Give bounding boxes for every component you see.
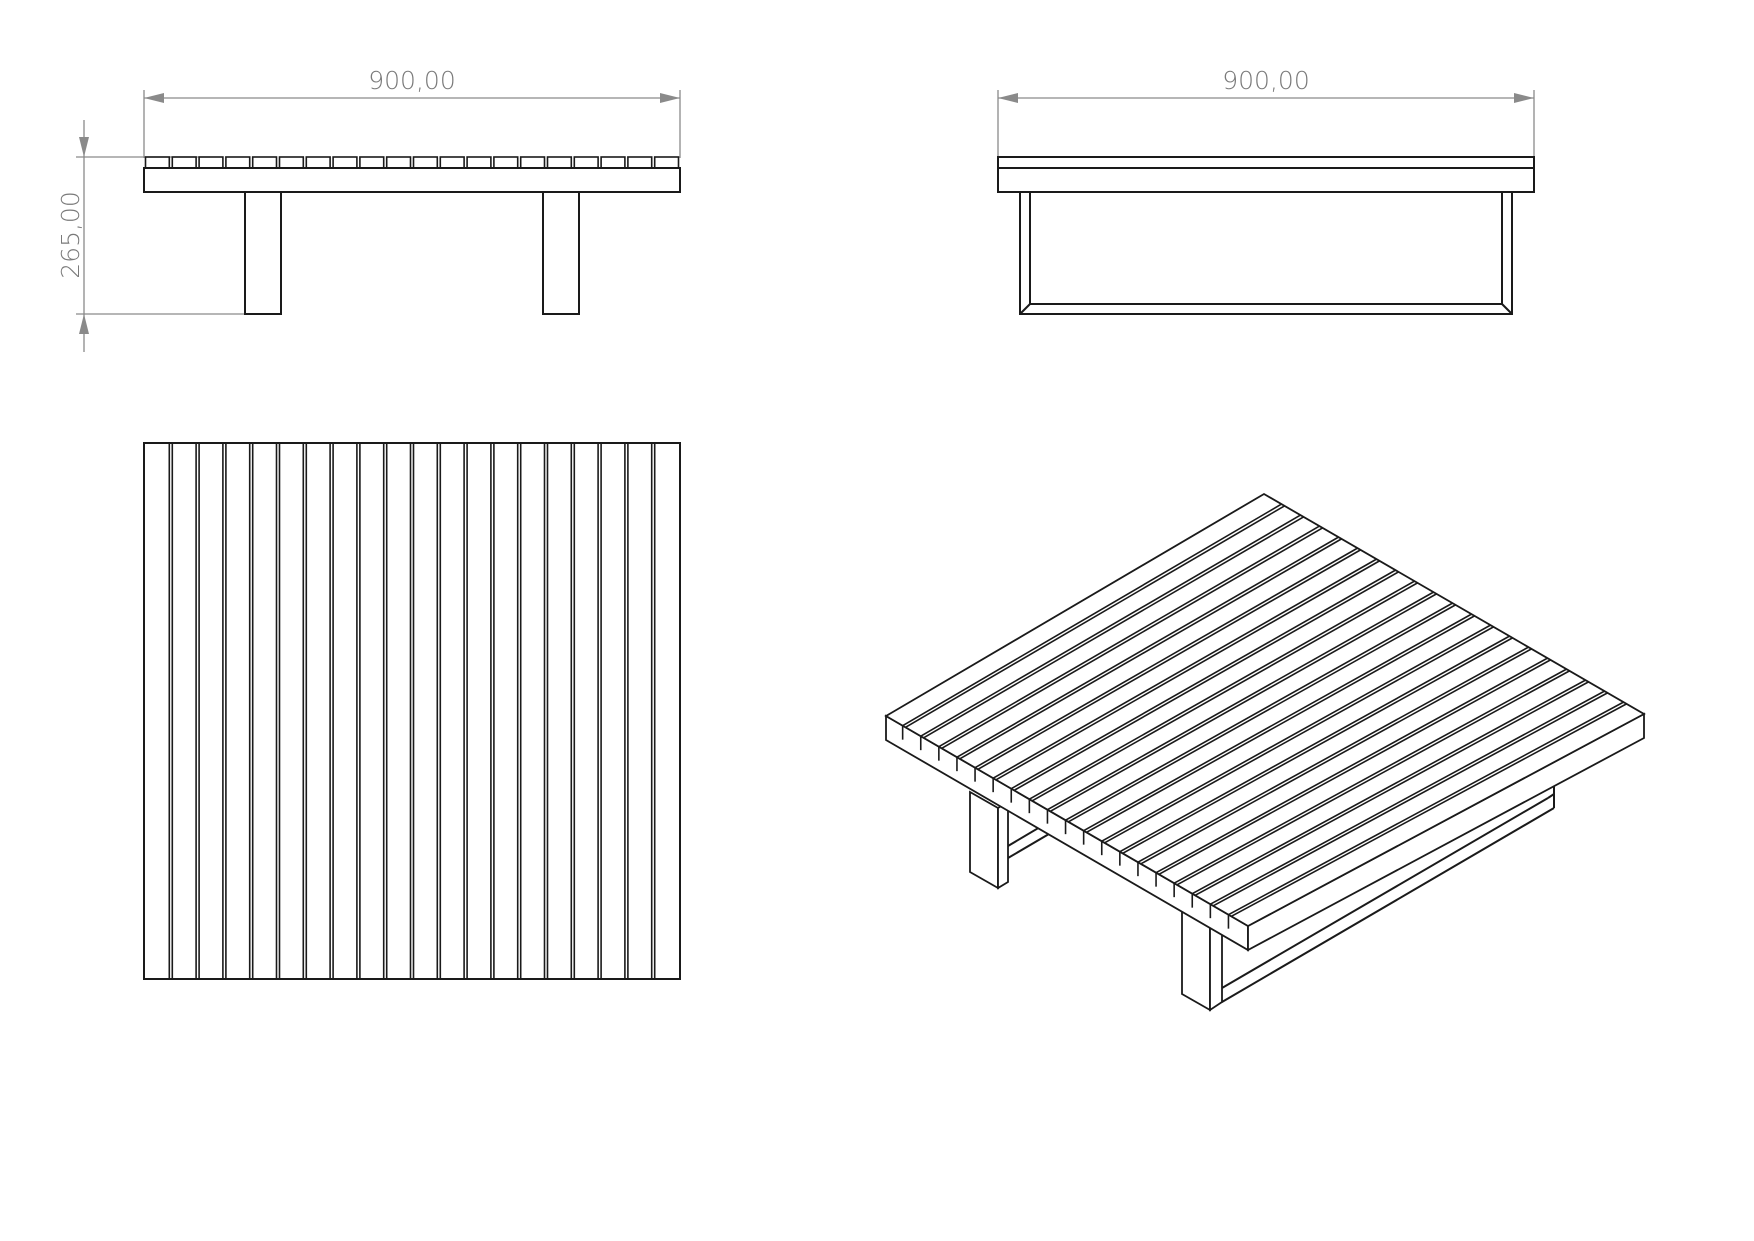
iso-slat-edge xyxy=(1119,635,1510,853)
iso-slat-edge xyxy=(1086,615,1475,834)
iso-slat-edge xyxy=(905,505,1285,729)
iso-slat-edge xyxy=(1104,626,1494,844)
iso-slat-edge xyxy=(992,558,1377,779)
side-frame xyxy=(1019,191,1513,315)
iso-slat-edge xyxy=(1065,602,1453,821)
front-slat xyxy=(439,156,465,169)
front-width-label: 900,00 xyxy=(368,66,455,95)
front-apron xyxy=(143,167,681,193)
front-slat xyxy=(600,156,626,169)
iso-slat-edge xyxy=(1176,670,1570,886)
front-slat xyxy=(225,156,251,169)
iso-slat-edge xyxy=(1194,681,1589,897)
front-slat xyxy=(198,156,224,169)
iso-slat-edge xyxy=(977,549,1361,771)
front-view: 900,00 265,00 xyxy=(56,66,681,352)
front-slat xyxy=(144,156,171,169)
front-slat xyxy=(251,156,278,169)
front-slat xyxy=(653,156,680,169)
iso-slat-edge xyxy=(1010,569,1396,790)
side-top-slat xyxy=(997,156,1535,169)
front-slat xyxy=(359,156,385,169)
iso-slat-edge xyxy=(1083,613,1472,832)
iso-slat-edge xyxy=(956,536,1339,758)
front-slat xyxy=(546,156,573,169)
iso-slat-edge xyxy=(1028,580,1415,800)
iso-slat-edge xyxy=(1155,657,1548,874)
iso-slat-edge xyxy=(1158,659,1551,876)
iso-slat-edge xyxy=(1230,703,1627,918)
iso-slat-edge xyxy=(923,516,1304,739)
front-slat-row xyxy=(144,156,680,169)
front-width-dimension: 900,00 xyxy=(143,66,681,158)
front-slat xyxy=(466,156,492,169)
iso-slat-edge xyxy=(1068,604,1456,823)
iso-slat-edge xyxy=(1047,591,1434,811)
iso-slat-lines xyxy=(901,503,1627,929)
front-slat xyxy=(627,156,653,169)
side-width-dimension: 900,00 xyxy=(997,66,1535,158)
iso-slat-edge xyxy=(1049,593,1437,813)
iso-slat-edge xyxy=(974,547,1358,769)
iso-slat-edge xyxy=(938,525,1320,748)
iso-slat-edge xyxy=(1191,679,1586,895)
iso-slat-edge xyxy=(959,538,1342,760)
front-slat xyxy=(385,156,412,169)
iso-slat-edge xyxy=(995,560,1380,781)
top-outline xyxy=(143,442,681,980)
iso-slat-edge xyxy=(1140,648,1532,865)
top-view xyxy=(143,442,681,980)
isometric-view xyxy=(884,492,1646,1012)
iso-slat-edge xyxy=(1013,571,1399,792)
front-slat xyxy=(493,156,519,169)
iso-slat-edge xyxy=(1137,646,1529,863)
front-slat xyxy=(332,156,358,169)
front-leg-left xyxy=(244,191,282,315)
front-slat xyxy=(171,156,197,169)
iso-slat-edge xyxy=(1209,690,1605,905)
top-slat-lines xyxy=(168,443,656,979)
front-leg-right xyxy=(542,191,580,315)
iso-slat-edge xyxy=(920,514,1301,737)
front-height-label: 265,00 xyxy=(56,191,85,278)
iso-slat-edge xyxy=(1122,637,1513,855)
front-slat xyxy=(278,156,305,169)
iso-slat-edge xyxy=(1212,692,1608,907)
iso-tabletop xyxy=(884,492,1646,952)
front-height-dimension: 265,00 xyxy=(56,120,248,352)
iso-slat-edge xyxy=(1101,624,1491,842)
iso-slat-edge xyxy=(902,503,1282,727)
front-slat xyxy=(519,156,546,169)
front-slat xyxy=(412,156,439,169)
side-apron xyxy=(997,167,1535,193)
front-slat xyxy=(573,156,599,169)
side-width-label: 900,00 xyxy=(1222,66,1309,95)
iso-slat-edge xyxy=(1173,668,1567,884)
side-view: 900,00 xyxy=(997,66,1535,315)
iso-slat-edge xyxy=(1228,701,1624,916)
front-slat xyxy=(305,156,331,169)
iso-slat-edge xyxy=(941,527,1323,750)
iso-slat-edge xyxy=(1031,582,1418,802)
